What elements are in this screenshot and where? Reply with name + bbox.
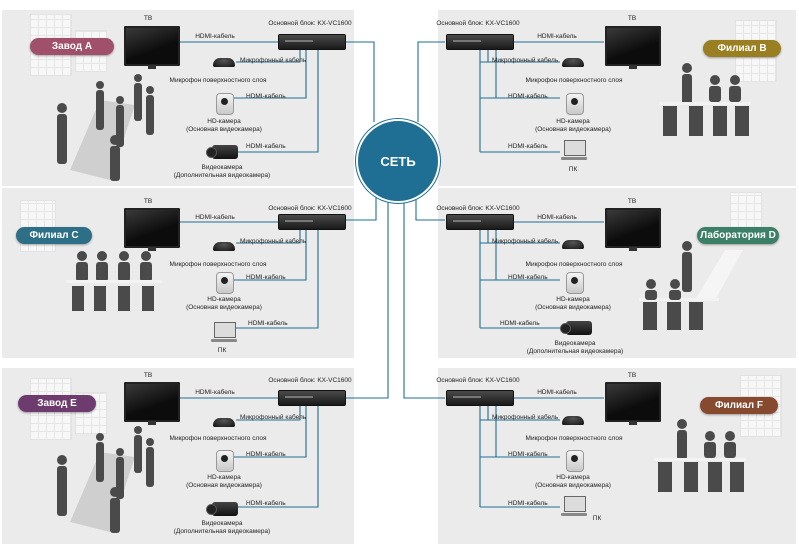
site-badge-branch-c: Филиал C	[16, 227, 92, 244]
main-unit-label: Основной блок: KX-VC1600	[436, 205, 520, 212]
videocamera-icon	[560, 321, 592, 335]
tv-icon	[124, 382, 180, 425]
people-illustration	[639, 241, 743, 330]
hdmi-pc-cable-label: HDMI-кабель	[508, 143, 548, 150]
mic-cable-label: Микрофонный кабель	[240, 57, 307, 64]
hd-camera-icon	[216, 450, 234, 472]
hdmi-camera-cable-label: HDMI-кабель	[246, 93, 286, 100]
people-illustration	[654, 419, 746, 492]
microphone-icon	[213, 418, 235, 427]
tv-label: ТВ	[627, 15, 637, 22]
microphone-icon	[562, 240, 584, 249]
hd-camera-icon	[216, 93, 234, 115]
mic-cable-label: Микрофонный кабель	[240, 238, 307, 245]
microphone-label: Микрофон поверхностного слоя	[169, 77, 267, 84]
mic-cable-label: Микрофонный кабель	[240, 414, 307, 421]
tv-label: ТВ	[143, 15, 153, 22]
hdmi-camera-cable-label: HDMI-кабель	[246, 274, 286, 281]
hdmi-camera-cable-label: HDMI-кабель	[508, 451, 548, 458]
tv-icon	[124, 208, 180, 251]
microphone-icon	[562, 58, 584, 67]
tv-icon	[605, 382, 661, 425]
hd-camera-label: HD-камера(Основная видеокамера)	[535, 474, 611, 489]
hd-camera-icon	[566, 93, 584, 115]
main-unit-label: Основной блок: KX-VC1600	[268, 205, 352, 212]
microphone-label: Микрофон поверхностного слоя	[525, 435, 623, 442]
people-illustration	[57, 74, 154, 181]
main-unit-icon	[446, 214, 514, 230]
hdmi-pc-cable-label: HDMI-кабель	[248, 320, 288, 327]
videocamera-label: Видеокамера(Дополнительная видеокамера)	[173, 164, 271, 179]
microphone-label: Микрофон поверхностного слоя	[169, 261, 267, 268]
videocamera-icon	[206, 145, 238, 159]
hdmi-camera-cable-label: HDMI-кабель	[508, 274, 548, 281]
hdmi-pc-cable-label: HDMI-кабель	[508, 500, 548, 507]
tv-label: ТВ	[143, 372, 153, 379]
main-unit-icon	[278, 214, 346, 230]
microphone-icon	[213, 242, 235, 251]
microphone-label: Микрофон поверхностного слоя	[525, 261, 623, 268]
hd-camera-label: HD-камера(Основная видеокамера)	[186, 118, 262, 133]
videocamera-label: Видеокамера(Дополнительная видеокамера)	[173, 520, 271, 535]
hdmi-tv-cable-label: HDMI-кабель	[195, 33, 235, 40]
people-illustration	[66, 251, 162, 311]
hdmi-tv-cable-label: HDMI-кабель	[195, 214, 235, 221]
main-unit-icon	[446, 390, 514, 406]
pc-label: ПК	[592, 515, 602, 522]
tv-label: ТВ	[627, 198, 637, 205]
tv-label: ТВ	[143, 198, 153, 205]
hdmi-tv-cable-label: HDMI-кабель	[195, 389, 235, 396]
microphone-icon	[562, 416, 584, 425]
hdmi-videocam-cable-label: HDMI-кабель	[246, 500, 286, 507]
main-unit-label: Основной блок: KX-VC1600	[436, 377, 520, 384]
site-badge-factory-e: Завод E	[18, 395, 96, 412]
pc-label: ПК	[217, 347, 227, 354]
hdmi-videocam-cable-label: HDMI-кабель	[246, 143, 286, 150]
microphone-label: Микрофон поверхностного слоя	[525, 77, 623, 84]
pc-label: ПК	[568, 166, 578, 173]
main-unit-icon	[446, 34, 514, 50]
videocamera-icon	[206, 502, 238, 516]
tv-icon	[605, 26, 661, 69]
hdmi-videocam-cable-label: HDMI-кабель	[500, 320, 540, 327]
mic-cable-label: Микрофонный кабель	[492, 238, 559, 245]
hd-camera-icon	[566, 450, 584, 472]
site-badge-branch-b: Филиал B	[703, 40, 781, 57]
pc-icon	[561, 140, 587, 160]
hd-camera-label: HD-камера(Основная видеокамера)	[535, 118, 611, 133]
main-unit-label: Основной блок: KX-VC1600	[436, 20, 520, 27]
hdmi-camera-cable-label: HDMI-кабель	[508, 93, 548, 100]
tv-icon	[605, 208, 661, 251]
main-unit-label: Основной блок: KX-VC1600	[268, 20, 352, 27]
mic-cable-label: Микрофонный кабель	[492, 57, 559, 64]
hdmi-tv-cable-label: HDMI-кабель	[537, 389, 577, 396]
microphone-label: Микрофон поверхностного слоя	[169, 435, 267, 442]
network-node: СЕТЬ	[356, 119, 440, 203]
hd-camera-icon	[566, 272, 584, 294]
mic-cable-label: Микрофонный кабель	[492, 414, 559, 421]
hdmi-camera-cable-label: HDMI-кабель	[246, 451, 286, 458]
hd-camera-label: HD-камера(Основная видеокамера)	[535, 296, 611, 311]
main-unit-label: Основной блок: KX-VC1600	[268, 377, 352, 384]
people-illustration	[57, 426, 154, 533]
site-badge-factory-a: Завод A	[30, 38, 114, 55]
videocamera-label: Видеокамера(Дополнительная видеокамера)	[526, 340, 624, 355]
hdmi-tv-cable-label: HDMI-кабель	[537, 33, 577, 40]
people-illustration	[659, 63, 751, 136]
microphone-icon	[213, 58, 235, 67]
hdmi-tv-cable-label: HDMI-кабель	[537, 214, 577, 221]
main-unit-icon	[278, 34, 346, 50]
hd-camera-label: HD-камера(Основная видеокамера)	[186, 296, 262, 311]
hd-camera-label: HD-камера(Основная видеокамера)	[186, 474, 262, 489]
hd-camera-icon	[216, 272, 234, 294]
main-unit-icon	[278, 390, 346, 406]
network-label: СЕТЬ	[380, 153, 416, 169]
pc-icon	[211, 322, 237, 342]
site-badge-branch-f: Филиал F	[700, 397, 778, 414]
tv-icon	[124, 26, 180, 69]
site-badge-lab-d: Лаборатория D	[697, 227, 779, 244]
pc-icon	[561, 496, 587, 516]
tv-label: ТВ	[627, 372, 637, 379]
